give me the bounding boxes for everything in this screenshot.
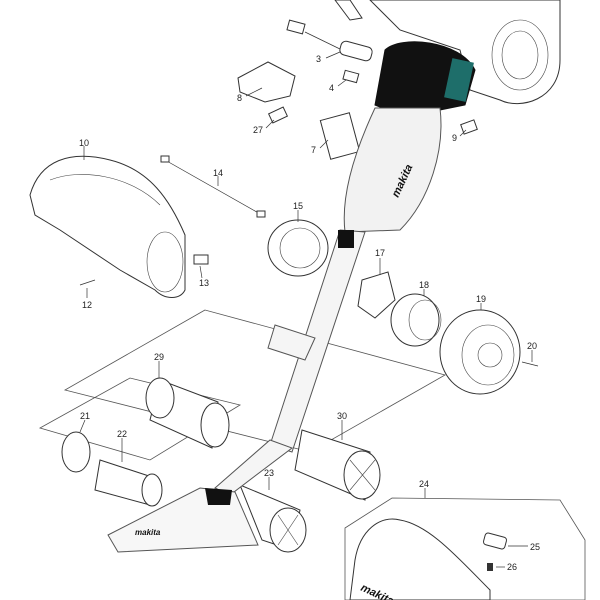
part-12-screw (79, 279, 96, 286)
label-part-25: 25 (530, 542, 540, 552)
part-10-handle-housing (29, 155, 186, 298)
label-part-7: 7 (311, 145, 316, 155)
part-26 (487, 563, 493, 571)
part-7-plate (319, 112, 361, 160)
part-24-nozzle: makita (349, 518, 491, 600)
label-part-20: 20 (527, 341, 537, 351)
part-4 (342, 69, 360, 84)
nozzle-attachment-box (344, 497, 586, 600)
label-part-10: 10 (79, 138, 89, 148)
part-25-cap (482, 532, 508, 550)
part-30-filter (294, 429, 381, 501)
part-8-bracket (237, 61, 296, 103)
label-part-24: 24 (419, 479, 429, 489)
label-part-27: 27 (253, 125, 263, 135)
part-20-screw (521, 361, 539, 367)
part-labels: 3 4 8 27 7 9 10 14 15 12 13 17 18 19 20 … (79, 54, 540, 572)
label-part-12: 12 (82, 300, 92, 310)
rear-housing (334, 0, 561, 105)
part-23-cyclone (239, 484, 307, 553)
label-part-29: 29 (154, 352, 164, 362)
part-19-fan-housing (439, 309, 521, 395)
label-part-18: 18 (419, 280, 429, 290)
part-17-holder (357, 271, 396, 319)
nozzle-makita-logo: makita (135, 528, 161, 537)
label-part-15: 15 (293, 201, 303, 211)
part-15-frame (267, 219, 329, 277)
part-18-motor (390, 293, 442, 347)
label-part-23: 23 (264, 468, 274, 478)
part-9 (460, 119, 478, 135)
label-part-19: 19 (476, 294, 486, 304)
label-part-14: 14 (213, 168, 223, 178)
part-22-prefilter (94, 459, 163, 507)
vacuum-main-body: makita makita (107, 41, 476, 553)
label-part-9: 9 (452, 133, 457, 143)
label-part-13: 13 (199, 278, 209, 288)
label-part-4: 4 (329, 83, 334, 93)
label-part-22: 22 (117, 429, 127, 439)
leader-lines (79, 51, 533, 568)
label-part-17: 17 (375, 248, 385, 258)
part-27 (267, 106, 289, 124)
part-21-ring (61, 431, 91, 473)
label-part-30: 30 (337, 411, 347, 421)
label-part-26: 26 (507, 562, 517, 572)
prefilter-group-box (38, 377, 242, 461)
part-14-cord (160, 155, 266, 218)
label-part-21: 21 (80, 411, 90, 421)
label-part-3: 3 (316, 54, 321, 64)
part-3-switch (286, 19, 373, 62)
part-29-cartridge-filter (145, 377, 230, 449)
label-part-8: 8 (237, 93, 242, 103)
part-13 (193, 254, 209, 265)
